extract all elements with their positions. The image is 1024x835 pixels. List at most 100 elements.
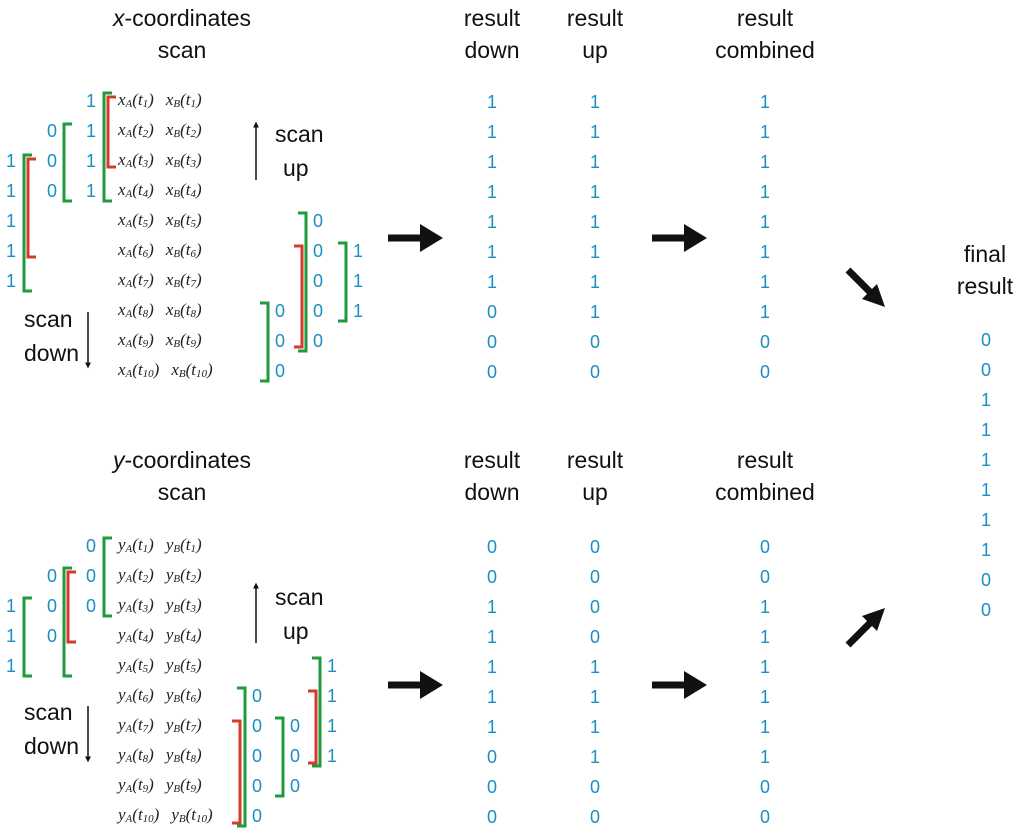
variable-a: xA(t2): [118, 120, 154, 140]
result-value: 0: [589, 597, 600, 617]
arrow-down-right-icon: [845, 267, 885, 307]
result-value: 1: [759, 212, 770, 232]
y-title-line2: scan: [157, 479, 207, 505]
result-value: 0: [486, 537, 497, 557]
header-word-1: result: [566, 447, 624, 473]
bracket-value: 0: [86, 596, 97, 616]
scan-word: scan: [24, 699, 73, 725]
arrow-right-icon: [652, 224, 707, 252]
variable-a: xA(t10): [118, 360, 160, 380]
bracket-value: 1: [6, 626, 17, 646]
result-value: 1: [759, 747, 770, 767]
x-header-result-combined: result combined: [700, 2, 830, 66]
variable-a: xA(t4): [118, 180, 154, 200]
bracket-value: 1: [327, 716, 338, 736]
variable-pair: xA(t3)xB(t3): [118, 150, 202, 170]
result-value: 1: [589, 212, 600, 232]
variable-b: yB(t8): [165, 745, 202, 765]
bracket-value: 0: [47, 121, 58, 141]
result-value: 0: [759, 362, 770, 382]
variable-b: xB(t6): [165, 240, 202, 260]
x-header-result-up: result up: [555, 2, 635, 66]
bracket-value: 0: [313, 301, 324, 321]
result-value: 0: [589, 332, 600, 352]
result-value: 0: [589, 777, 600, 797]
variable-a: xA(t6): [118, 240, 154, 260]
bracket-value: 0: [47, 596, 58, 616]
result-value: 1: [759, 717, 770, 737]
variable-a: xA(t9): [118, 330, 154, 350]
variable-a: xA(t1): [118, 90, 154, 110]
scan-word: scan: [275, 584, 324, 610]
variable-b: yB(t7): [165, 715, 202, 735]
result-value: 0: [486, 747, 497, 767]
header-word-2: combined: [715, 37, 815, 63]
bracket-value: 0: [47, 566, 58, 586]
variable-pair: yA(t5)yB(t5): [118, 655, 202, 675]
header-word-1: result: [463, 447, 521, 473]
variable-pair: yA(t3)yB(t3): [118, 595, 202, 615]
arrow-up-right-icon: [845, 608, 885, 648]
variable-a: yA(t8): [118, 745, 154, 765]
result-value: 1: [759, 122, 770, 142]
variable-a: xA(t5): [118, 210, 154, 230]
result-value: 0: [589, 362, 600, 382]
result-value: 0: [486, 362, 497, 382]
bracket-value: 1: [6, 271, 17, 291]
variable-pair: xA(t4)xB(t4): [118, 180, 202, 200]
variable-a: yA(t1): [118, 535, 154, 555]
result-value: 1: [589, 687, 600, 707]
arrow-right-icon: [652, 671, 707, 699]
result-value: 1: [486, 182, 497, 202]
result-value: 1: [589, 122, 600, 142]
up-word: up: [283, 618, 309, 644]
result-value: 1: [589, 152, 600, 172]
result-value: 1: [486, 212, 497, 232]
result-word: result: [956, 273, 1014, 299]
header-word-2: up: [582, 37, 608, 63]
x-scan-down-label: scan down: [24, 302, 79, 370]
down-word: down: [24, 733, 79, 759]
variable-a: yA(t2): [118, 565, 154, 585]
variable-b: xB(t7): [165, 270, 202, 290]
result-value: 0: [759, 567, 770, 587]
result-value: 0: [486, 332, 497, 352]
red-bracket: [308, 689, 318, 765]
y-title-var: y: [112, 447, 125, 473]
green-bracket: [22, 596, 32, 678]
x-panel-title: x-coordinates scan: [92, 2, 272, 66]
variable-pair: yA(t8) yB(t8): [118, 745, 202, 765]
bracket-value: 0: [252, 746, 263, 766]
x-scan-up-label: scan up: [275, 117, 324, 185]
final-result-value: 0: [980, 360, 991, 380]
variable-a: yA(t4): [118, 625, 154, 645]
variable-b: yB(t9): [165, 775, 202, 795]
header-word-2: up: [582, 479, 608, 505]
variable-b: xB(t3): [165, 150, 202, 170]
bracket-value: 0: [290, 716, 301, 736]
result-value: 1: [759, 182, 770, 202]
bracket-value: 0: [86, 536, 97, 556]
result-value: 1: [486, 152, 497, 172]
y-panel-title: y-coordinates scan: [92, 444, 272, 508]
variable-b: yB(t3): [165, 595, 202, 615]
variable-a: yA(t6): [118, 685, 154, 705]
variable-b: xB(t9): [165, 330, 202, 350]
result-value: 1: [759, 597, 770, 617]
bracket-value: 0: [47, 626, 58, 646]
scan-word: scan: [24, 306, 73, 332]
result-value: 1: [589, 182, 600, 202]
x-header-result-down: result down: [452, 2, 532, 66]
bracket-value: 0: [290, 776, 301, 796]
result-value: 1: [589, 92, 600, 112]
green-bracket: [275, 716, 285, 798]
y-header-result-down: result down: [452, 444, 532, 508]
variable-b: xB(t10): [171, 360, 213, 380]
bracket-value: 1: [6, 181, 17, 201]
header-word-1: result: [566, 5, 624, 31]
x-title-var: x: [112, 5, 125, 31]
result-value: 0: [759, 777, 770, 797]
